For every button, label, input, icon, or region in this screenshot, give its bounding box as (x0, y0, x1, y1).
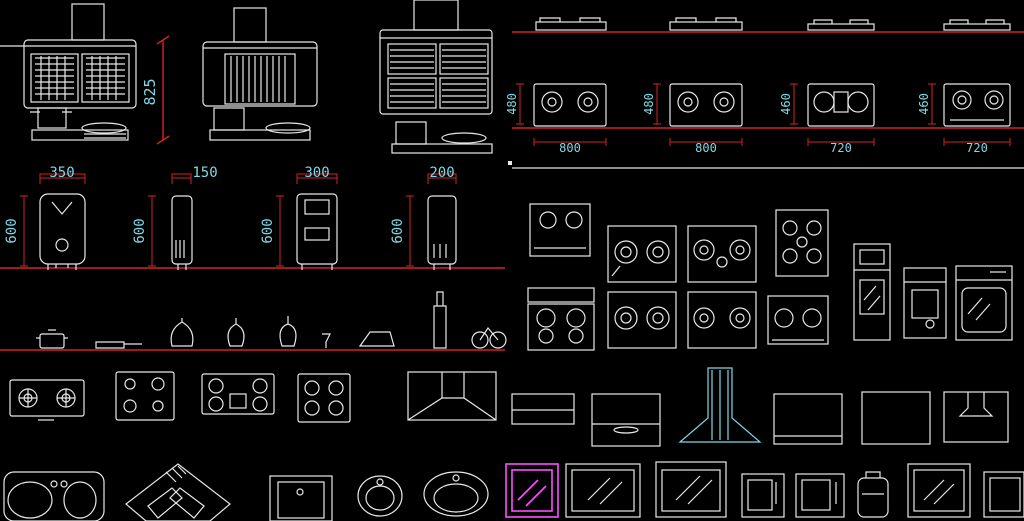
gas-hob-1 (9, 379, 85, 421)
hob-plan-1: 480 800 (505, 83, 607, 155)
gas-hob-3 (201, 373, 275, 415)
heater-height-label-2: 600 (132, 218, 148, 243)
heater-height-label-1: 600 (4, 218, 20, 243)
kitchen-sink-double (3, 471, 105, 521)
hob-elevations-top (535, 17, 1011, 31)
hob-height-label-1: 480 (505, 93, 519, 115)
hob-height-label-2: 480 (642, 93, 656, 115)
hob-plan-3: 460 720 (779, 83, 875, 155)
appliance-row-microwaves (505, 461, 1024, 518)
range-hood-plan (407, 371, 497, 421)
appliance-row-hoods (511, 367, 1009, 447)
wash-basin-1 (357, 475, 403, 517)
range-hood-front-1 (0, 3, 137, 141)
heater-height-label-3: 600 (260, 218, 276, 243)
hob-width-label-3: 720 (830, 141, 852, 155)
water-heater-2: 150 600 (132, 165, 218, 270)
heater-width-label-3: 300 (304, 165, 329, 181)
water-heater-1: 350 600 (4, 165, 86, 270)
heater-width-label-2: 150 (192, 165, 217, 181)
hood-height-label: 825 (141, 78, 159, 105)
hob-plan-2: 480 800 (642, 83, 743, 155)
built-in-oven (955, 265, 1013, 341)
gas-hob-4 (297, 373, 351, 423)
water-heater-4: 200 600 (390, 165, 457, 270)
heater-width-label-1: 350 (49, 165, 74, 181)
hob-width-label-2: 800 (695, 141, 717, 155)
kitchen-sink-corner (125, 463, 231, 521)
hob-glass-grid (527, 203, 829, 351)
hood-height-dimension: 825 (141, 35, 170, 145)
hob-plan-4: 460 720 (917, 83, 1011, 155)
divider-marker (508, 161, 512, 165)
hob-width-label-1: 800 (559, 141, 581, 155)
range-hood-front-2 (202, 7, 318, 141)
heater-width-label-4: 200 (429, 165, 454, 181)
hob-height-label-4: 460 (917, 93, 931, 115)
gas-hob-2 (115, 371, 175, 421)
kitchenware-row (36, 291, 507, 349)
water-heater-3: 300 600 (260, 165, 338, 270)
heater-height-label-4: 600 (390, 218, 406, 243)
kitchen-sink-single (269, 475, 333, 521)
dishwasher (903, 267, 947, 339)
hob-height-label-3: 460 (779, 93, 793, 115)
fridge (853, 243, 891, 341)
wash-basin-2 (423, 471, 489, 517)
hob-width-label-4: 720 (966, 141, 988, 155)
range-hood-glass (379, 0, 493, 154)
